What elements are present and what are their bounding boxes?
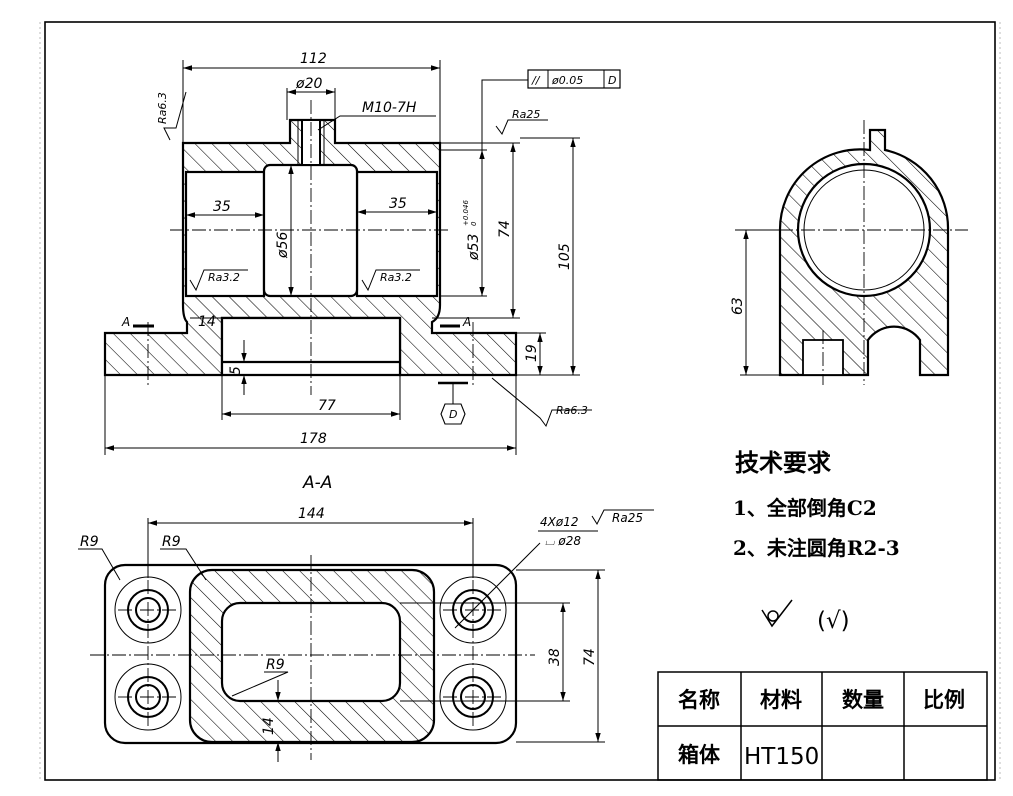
- hole-roughness: Ra25: [612, 511, 643, 525]
- dim-14-plan: 14: [261, 717, 277, 735]
- tol-upper: +0.046: [462, 200, 470, 226]
- tb-header-scale: 比例: [923, 687, 965, 712]
- roughness-bore-right: Ra3.2: [361, 269, 420, 292]
- cut-marker-left: A: [121, 315, 130, 329]
- dim-35-right: 35: [389, 196, 407, 212]
- datum-d: D: [438, 381, 468, 425]
- hole-callout-leader: [454, 542, 541, 629]
- dim-thread: M10-7H: [362, 100, 417, 116]
- dim-63: 63: [730, 297, 746, 315]
- title-block: 名称 材料 数量 比例 箱体 HT150: [657, 671, 988, 781]
- threaded-hole: [301, 119, 321, 166]
- parallelism-tolerance-frame: // ø0.05 D: [481, 69, 621, 150]
- dim-phi56: ø56: [275, 232, 291, 259]
- side-view: 63: [730, 120, 968, 385]
- thread-leader: [317, 115, 436, 131]
- dim-holes: 4Xø12: [540, 515, 578, 529]
- tb-header-material: 材料: [760, 687, 802, 712]
- svg-text:Ra25: Ra25: [512, 108, 540, 121]
- dim-r9-window: R9: [266, 657, 285, 673]
- plan-view: 144 R9 R9 R9 4Xø12 Ra25 ⌴ ø28 38 74 14: [78, 506, 654, 762]
- dim-14-section: 14: [198, 314, 216, 330]
- dim-19: 19: [524, 344, 540, 362]
- tb-header-name: 名称: [678, 687, 720, 712]
- dim-r9-outer: R9: [80, 534, 99, 550]
- dim-counterbore: ⌴ ø28: [545, 534, 581, 548]
- roughness-base: Ra6.3: [491, 377, 592, 428]
- roughness-left-top: Ra6.3: [156, 91, 187, 141]
- right-cavity: [355, 170, 439, 298]
- dim-77: 77: [318, 398, 336, 414]
- dim-74: 74: [497, 220, 513, 238]
- dim-144: 144: [298, 506, 325, 522]
- dim-r9-wall: R9: [162, 534, 181, 550]
- general-finish-note: (√): [817, 608, 850, 634]
- svg-text:Ra6.3: Ra6.3: [556, 404, 588, 417]
- tech-req-item-1: 1、全部倒角C2: [733, 496, 877, 520]
- bore-cavity: [262, 163, 359, 298]
- dim-5: 5: [228, 366, 244, 375]
- svg-text:ø0.05: ø0.05: [551, 74, 583, 87]
- section-caption: A-A: [302, 473, 332, 493]
- roughness-bore-left: Ra3.2: [189, 269, 248, 292]
- dim-35-left: 35: [213, 199, 231, 215]
- svg-text:D: D: [608, 74, 616, 87]
- tb-value-material: HT150: [744, 744, 819, 770]
- tb-value-name: 箱体: [678, 742, 721, 767]
- tb-header-quantity: 数量: [842, 687, 884, 712]
- tech-req-item-2: 2、未注圆角R2-3: [733, 536, 900, 560]
- svg-text://: //: [531, 74, 541, 87]
- tech-req-title: 技术要求: [735, 448, 831, 477]
- left-cavity: [184, 170, 266, 298]
- svg-text:Ra3.2: Ra3.2: [208, 271, 240, 284]
- dim-112: 112: [300, 51, 327, 67]
- svg-text:D: D: [449, 408, 457, 421]
- svg-text:Ra6.3: Ra6.3: [156, 92, 169, 124]
- dim-74-plan: 74: [582, 648, 598, 666]
- drawing-frame: [44, 21, 996, 781]
- dim-38: 38: [547, 648, 563, 666]
- roughness-top-face: Ra25: [495, 108, 548, 135]
- cut-marker-right: A: [462, 315, 471, 329]
- svg-text:Ra3.2: Ra3.2: [380, 271, 412, 284]
- dim-178: 178: [300, 431, 327, 447]
- dim-105: 105: [557, 243, 573, 270]
- general-roughness-symbol: (√): [761, 599, 850, 634]
- section-view: 112 ø20 M10-7H 35 35 ø56 ø53 +0.046 0 74: [103, 51, 621, 493]
- dim-phi20: ø20: [295, 76, 322, 92]
- tol-lower: 0: [470, 221, 478, 226]
- dim-phi53: ø53: [466, 234, 482, 261]
- technical-requirements: 技术要求 1、全部倒角C2 2、未注圆角R2-3 (√): [733, 448, 900, 634]
